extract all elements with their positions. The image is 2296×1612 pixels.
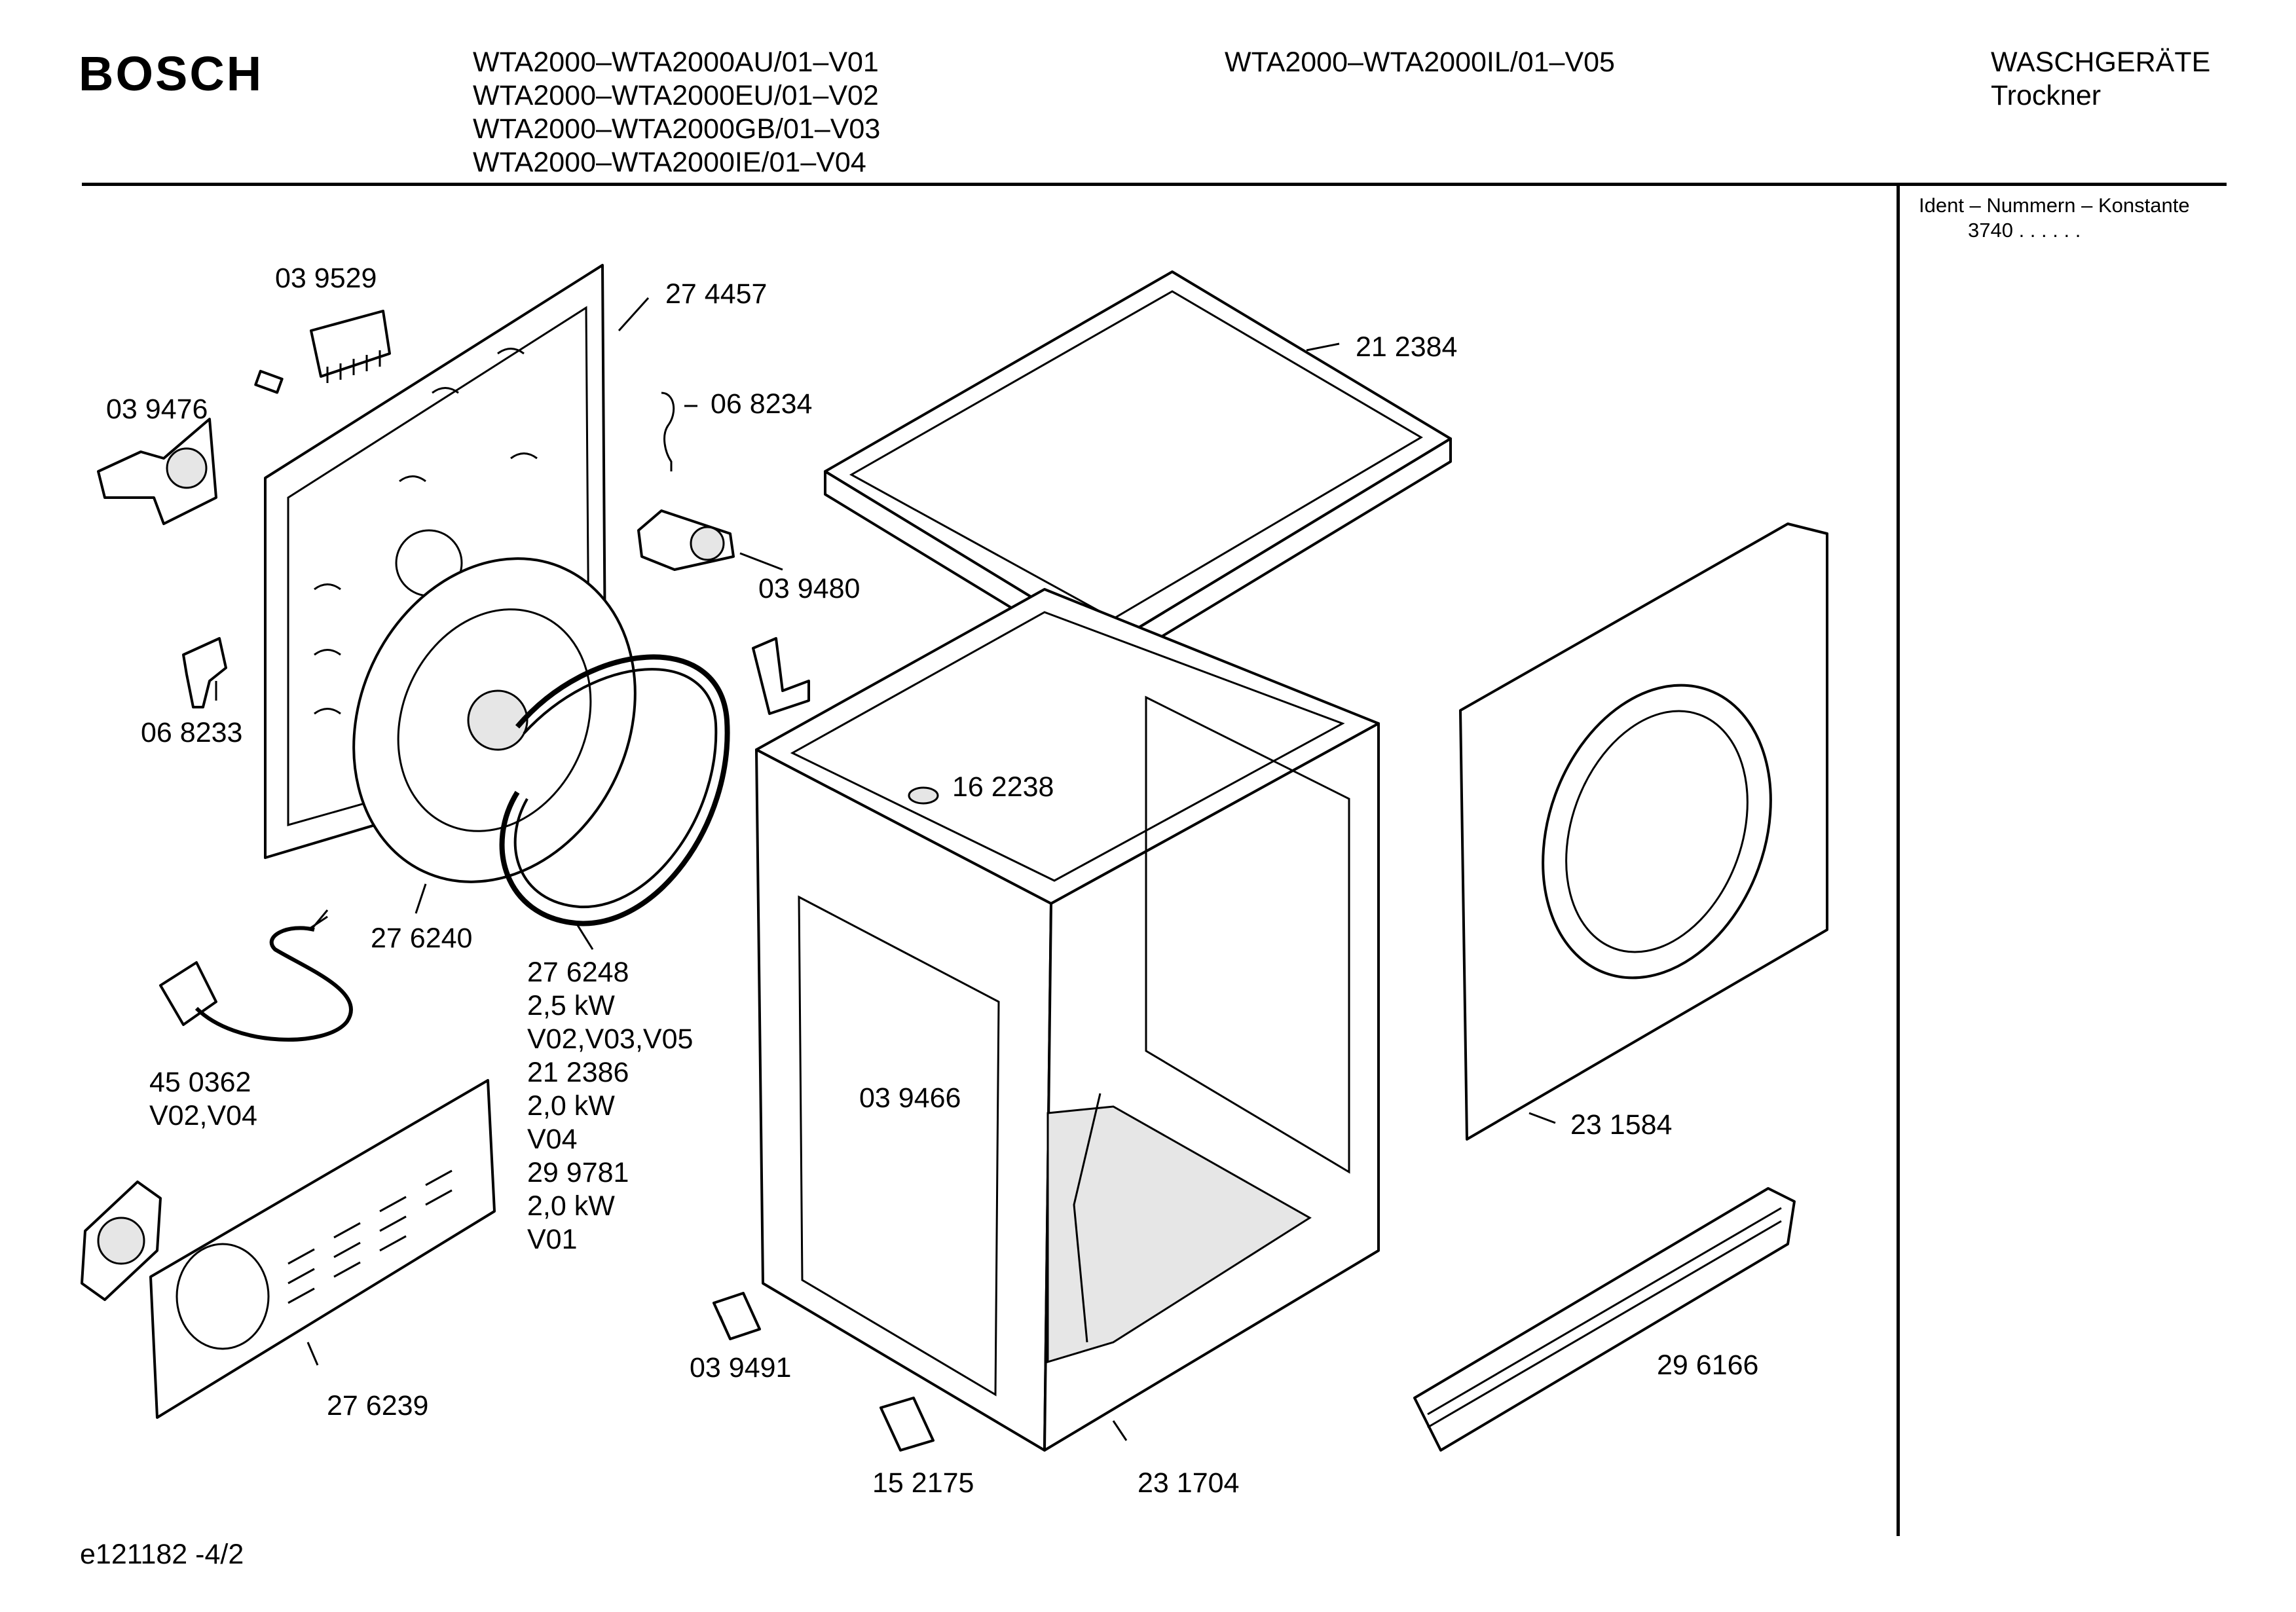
foot-cap xyxy=(908,786,939,805)
part-label: 03 9480 xyxy=(758,573,861,604)
ident-block: Ident – Nummern – Konstante 3740 . . . .… xyxy=(1919,193,2190,243)
part-label: 23 1584 xyxy=(1570,1109,1673,1141)
category-subtitle: Trockner xyxy=(1991,80,2102,111)
part-label: 03 9466 xyxy=(859,1082,961,1114)
part-label: 03 9491 xyxy=(690,1352,792,1383)
part-label: 03 9529 xyxy=(275,263,377,294)
part-label-line: V04 xyxy=(527,1124,578,1155)
part-label-line: 21 2386 xyxy=(527,1057,629,1088)
ident-title: Ident – Nummern – Konstante xyxy=(1919,194,2190,217)
part-label-line: V02,V03,V05 xyxy=(527,1023,694,1055)
category-block: WASCHGERÄTE Trockner xyxy=(1991,46,2210,113)
part-label: 27 6240 xyxy=(371,923,473,954)
category-title: WASCHGERÄTE xyxy=(1991,46,2211,78)
model-list-secondary: WTA2000–WTA2000IL/01–V05 xyxy=(1225,46,1615,79)
part-label: 27 4457 xyxy=(665,278,768,310)
part-label-group: 45 0362 V02,V04 xyxy=(149,1066,257,1133)
part-label: 06 8233 xyxy=(141,717,243,748)
model-line: WTA2000–WTA2000GB/01–V03 xyxy=(473,113,881,145)
part-label: 15 2175 xyxy=(872,1467,974,1499)
part-label-line: V01 xyxy=(527,1224,578,1255)
drum-back-plate xyxy=(352,557,637,883)
leader-lines xyxy=(215,297,1556,1441)
part-label-line: 29 9781 xyxy=(527,1157,629,1188)
part-label-group: 27 6248 2,5 kW V02,V03,V05 21 2386 2,0 k… xyxy=(527,956,693,1256)
heater-ring xyxy=(499,654,730,926)
foot-bracket xyxy=(880,1397,935,1452)
model-line: WTA2000–WTA2000IE/01–V04 xyxy=(473,147,866,178)
part-label: 21 2384 xyxy=(1356,331,1458,363)
part-label: 27 6239 xyxy=(327,1390,429,1421)
part-label: 29 6166 xyxy=(1657,1349,1759,1381)
part-label-line: 2,0 kW xyxy=(527,1090,615,1122)
terminal-block xyxy=(254,310,391,394)
part-label: 06 8234 xyxy=(711,388,813,420)
sensor-part xyxy=(182,637,227,708)
document-id: e121182 -4/2 xyxy=(80,1539,244,1570)
model-list-primary: WTA2000–WTA2000AU/01–V01 WTA2000–WTA2000… xyxy=(473,46,880,179)
base-rail xyxy=(1413,1187,1796,1452)
bracket-clip xyxy=(752,637,810,715)
power-cord xyxy=(159,909,353,1042)
ident-value: 3740 . . . . . . xyxy=(1968,219,2081,242)
part-label: 03 9476 xyxy=(106,394,208,425)
thermostat-bracket xyxy=(97,418,217,525)
brand-logo: BOSCH xyxy=(79,46,264,101)
part-label-line: 45 0362 xyxy=(149,1067,251,1098)
model-line: WTA2000–WTA2000IL/01–V05 xyxy=(1225,46,1615,78)
part-label-line: 27 6248 xyxy=(527,957,629,988)
header-rule xyxy=(82,183,2227,186)
part-label: 23 1704 xyxy=(1138,1467,1240,1499)
model-line: WTA2000–WTA2000AU/01–V01 xyxy=(473,46,879,78)
part-label-line: V02,V04 xyxy=(149,1100,257,1131)
filter-housing xyxy=(81,1181,162,1301)
front-panel xyxy=(1459,522,1828,1141)
sensor-wire xyxy=(661,392,675,471)
sidebar-divider xyxy=(1897,186,1900,1536)
part-label-line: 2,5 kW xyxy=(527,990,615,1021)
model-line: WTA2000–WTA2000EU/01–V02 xyxy=(473,80,879,111)
kick-plate xyxy=(149,1079,496,1419)
thermostat xyxy=(637,509,735,571)
part-label-line: 2,0 kW xyxy=(527,1190,615,1222)
part-label: 16 2238 xyxy=(952,771,1054,803)
cabinet-frame xyxy=(755,588,1380,1452)
